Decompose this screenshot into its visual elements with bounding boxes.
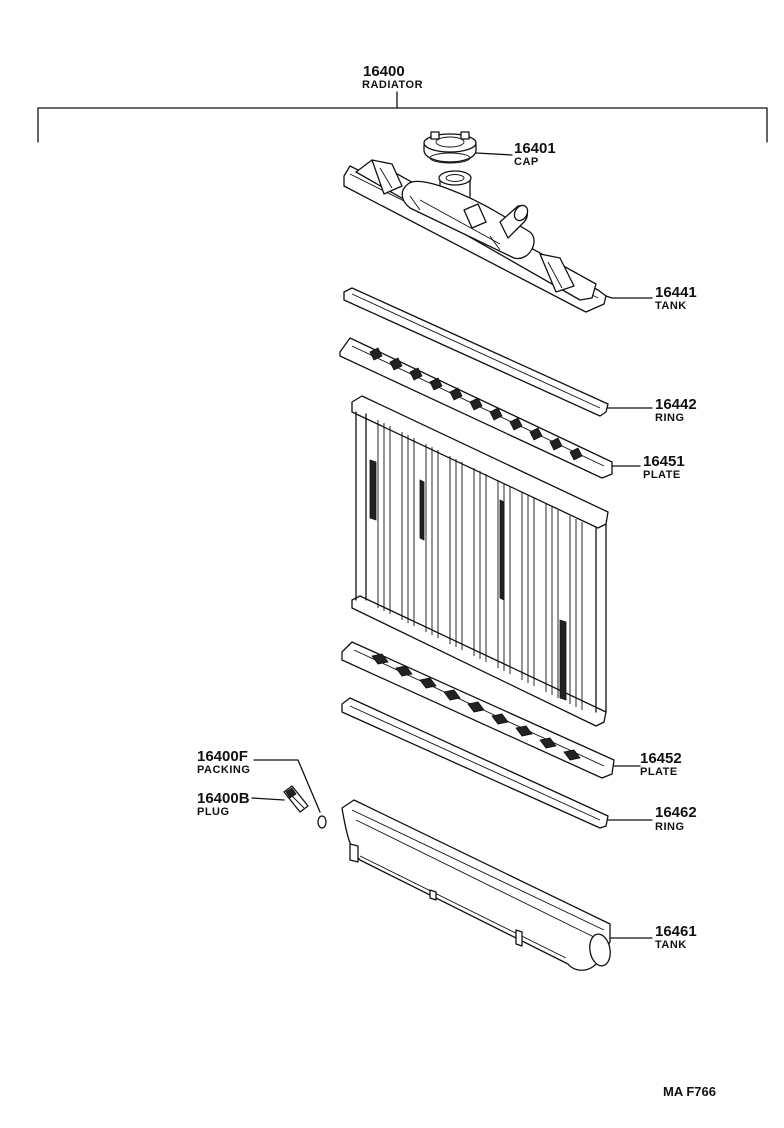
radiator-cap[interactable] [423,131,477,164]
upper-plate-number: 16451 [643,453,685,470]
plug-number: 16400B [197,790,250,807]
lower-plate-name: PLATE [640,766,678,778]
packing-name: PACKING [197,764,250,776]
upper-tank-number: 16441 [655,284,697,301]
upper-ring-number: 16442 [655,396,697,413]
upper-tank[interactable] [343,159,607,313]
lower-plate-number: 16452 [640,750,682,767]
drain-plug[interactable] [283,785,309,813]
packing-number: 16400F [197,748,248,765]
lower-ring-number: 16462 [655,804,697,821]
drawing-code: MA F766 [663,1084,716,1099]
part-labels: 16401 CAP 16441 TANK 16442 RING 16451 PL… [197,140,697,951]
upper-ring[interactable] [343,287,609,417]
lower-tank-number: 16461 [655,923,697,940]
radiator-core[interactable] [351,395,609,727]
lower-tank-name: TANK [655,939,687,951]
lower-plate[interactable] [341,641,615,779]
upper-ring-name: RING [655,412,685,424]
upper-plate[interactable] [339,337,613,479]
assembly-bracket: 16400 RADIATOR [37,63,768,143]
plug-name: PLUG [197,806,230,818]
cap-number: 16401 [514,140,556,157]
lower-ring[interactable] [341,697,609,829]
assembly-number: 16400 [363,63,405,80]
upper-plate-name: PLATE [643,469,681,481]
lower-tank[interactable] [341,799,613,971]
cap-name: CAP [514,156,539,168]
assembly-name: RADIATOR [362,79,423,91]
upper-tank-name: TANK [655,300,687,312]
lower-ring-name: RING [655,821,685,833]
upper-plate-slots [369,347,583,461]
lower-plate-slots [371,653,581,761]
drain-packing[interactable] [317,815,327,829]
